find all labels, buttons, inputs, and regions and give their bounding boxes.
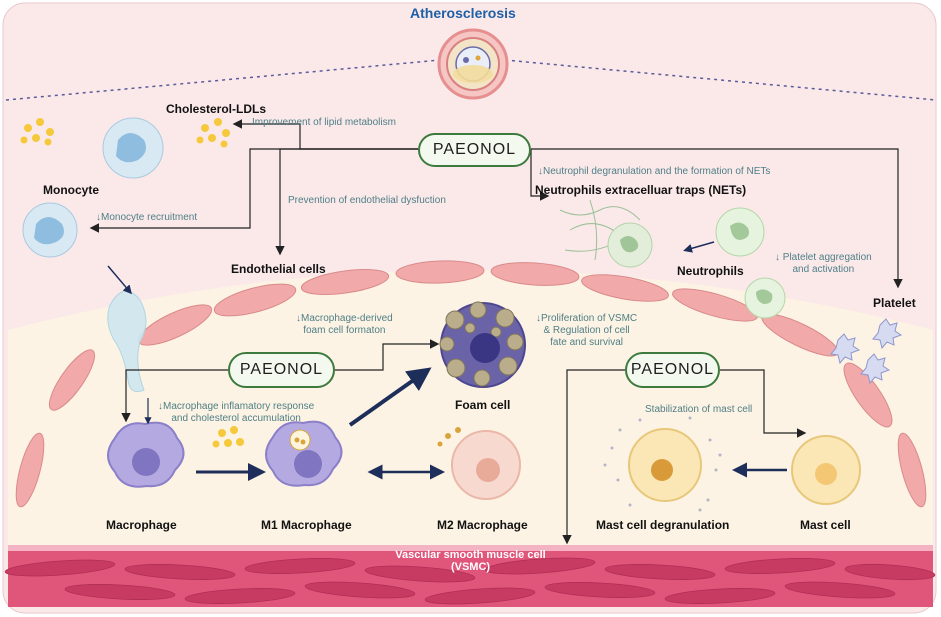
paeonol-box-top: PAEONOL (418, 133, 531, 167)
m1-macrophage-icon (265, 420, 343, 487)
label-mast-cell-degranulation: Mast cell degranulation (596, 518, 730, 532)
paeonol-box-middle: PAEONOL (228, 352, 335, 388)
paeonol-box-right: PAEONOL (625, 352, 720, 388)
connector-arrows (89, 119, 903, 545)
effect-inflammation: ↓Macrophage inflamatory response and cho… (158, 401, 314, 425)
platelet-icon (830, 318, 903, 385)
endothelial-layer (15, 260, 927, 508)
label-macrophage: Macrophage (106, 518, 177, 532)
effect-lipid: Improvement of lipid metabolism (252, 117, 396, 128)
label-monocyte: Monocyte (43, 183, 100, 197)
effect-inflam-line2: and cholesterol accumulation (171, 413, 301, 424)
intima-region (8, 270, 933, 545)
mast-cell-degranulation-icon (603, 416, 722, 512)
label-vsmc-line2: (VSMC) (450, 561, 491, 573)
effect-platelet: ↓ Platelet aggregation and activation (775, 252, 872, 276)
transmigrating-monocyte-icon (107, 290, 147, 393)
process-arrows (107, 241, 787, 481)
effect-neutrophil: ↓Neutrophil degranulation and the format… (538, 166, 771, 177)
effect-monocyte: ↓Monocyte recruitment (96, 212, 198, 223)
vsmc-band (4, 545, 936, 607)
dashed-line-left (5, 59, 441, 101)
effect-foam-line1: ↓Macrophage-derived (296, 313, 393, 324)
label-m1-macrophage: M1 Macrophage (261, 518, 352, 532)
label-endothelial: Endothelial cells (231, 262, 326, 276)
dashed-line-right (504, 59, 937, 101)
label-cholesterol: Cholesterol-LDLs (166, 102, 267, 116)
label-vsmc-line1: Vascular smooth muscle cell (395, 549, 546, 561)
label-mast-cell: Mast cell (800, 518, 851, 532)
effect-vsmc-line2: & Regulation of cell (543, 325, 630, 336)
effect-inflam-line1: ↓Macrophage inflamatory response (158, 401, 315, 412)
diagram-title: Atherosclerosis (410, 5, 516, 21)
label-vsmc: Vascular smooth muscle cell (VSMC) (0, 549, 941, 573)
effect-vsmc-line3: fate and survival (550, 337, 623, 348)
label-m2-macrophage: M2 Macrophage (437, 518, 528, 532)
m2-macrophage-icon (437, 427, 521, 500)
effect-foam-cell: ↓Macrophage-derived foam cell formaton (296, 313, 393, 337)
nets-icon (559, 199, 653, 268)
foam-cell-icon (439, 301, 526, 388)
effect-platelet-line1: ↓ Platelet aggregation (775, 252, 872, 263)
mast-cell-icon (791, 435, 861, 505)
effect-mast-cell: Stabilization of mast cell (645, 404, 753, 415)
effect-platelet-line2: and activation (792, 264, 855, 275)
monocyte-icon (22, 117, 164, 258)
label-platelet: Platelet (873, 296, 916, 310)
label-nets: Neutrophils extracelluar traps (NETs) (535, 183, 747, 197)
label-neutrophils: Neutrophils (677, 264, 744, 278)
effect-vsmc-line1: ↓Proliferation of VSMC (536, 313, 638, 324)
neutrophil-icon (715, 207, 786, 319)
cholesterol-particles-icon (20, 118, 244, 448)
label-foam-cell: Foam cell (455, 398, 511, 412)
artery-cross-section-icon (437, 28, 509, 100)
effect-vsmc: ↓Proliferation of VSMC & Regulation of c… (536, 313, 637, 349)
effect-endothelial: Prevention of endothelial dysfuction (288, 195, 446, 206)
effect-foam-line2: foam cell formaton (303, 325, 386, 336)
